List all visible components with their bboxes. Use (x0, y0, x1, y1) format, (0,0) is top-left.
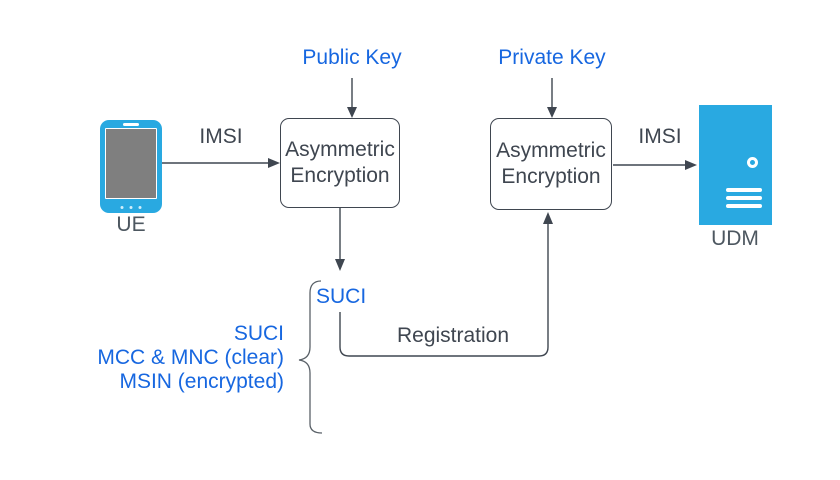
server-power-icon (747, 157, 758, 168)
encryption-box-left-label: Asymmetric Encryption (285, 138, 395, 187)
phone-buttons-icon (120, 206, 142, 209)
phone-speaker-icon (123, 123, 139, 126)
registration-label: Registration (396, 324, 510, 347)
ue-label: UE (116, 213, 146, 236)
annotation-line: SUCI (233, 322, 284, 345)
private-key-arrow (547, 78, 557, 118)
imsi-arrow-right (613, 160, 697, 170)
suci-composition-annotation: SUCI MCC & MNC (clear) MSIN (encrypted) (58, 322, 284, 394)
public-key-arrow (347, 78, 357, 118)
annotation-line: MCC & MNC (clear) (97, 346, 284, 369)
ue-device-icon (100, 120, 162, 213)
server-vents-icon (726, 188, 762, 212)
imsi-label-right: IMSI (638, 125, 682, 148)
encryption-box-right-label: Asymmetric Encryption (496, 139, 606, 188)
suci-arrow (335, 208, 345, 271)
annotation-line: MSIN (encrypted) (119, 370, 284, 393)
encryption-box-left: Asymmetric Encryption (280, 118, 400, 208)
encryption-box-right: Asymmetric Encryption (490, 118, 612, 210)
udm-label: UDM (711, 227, 759, 250)
public-key-label: Public Key (302, 46, 402, 69)
udm-server-icon (699, 105, 772, 225)
private-key-label: Private Key (498, 46, 606, 69)
imsi-label-left: IMSI (199, 125, 243, 148)
imsi-arrow-left (162, 158, 280, 168)
suci-label: SUCI (316, 285, 367, 308)
phone-screen (105, 128, 157, 199)
